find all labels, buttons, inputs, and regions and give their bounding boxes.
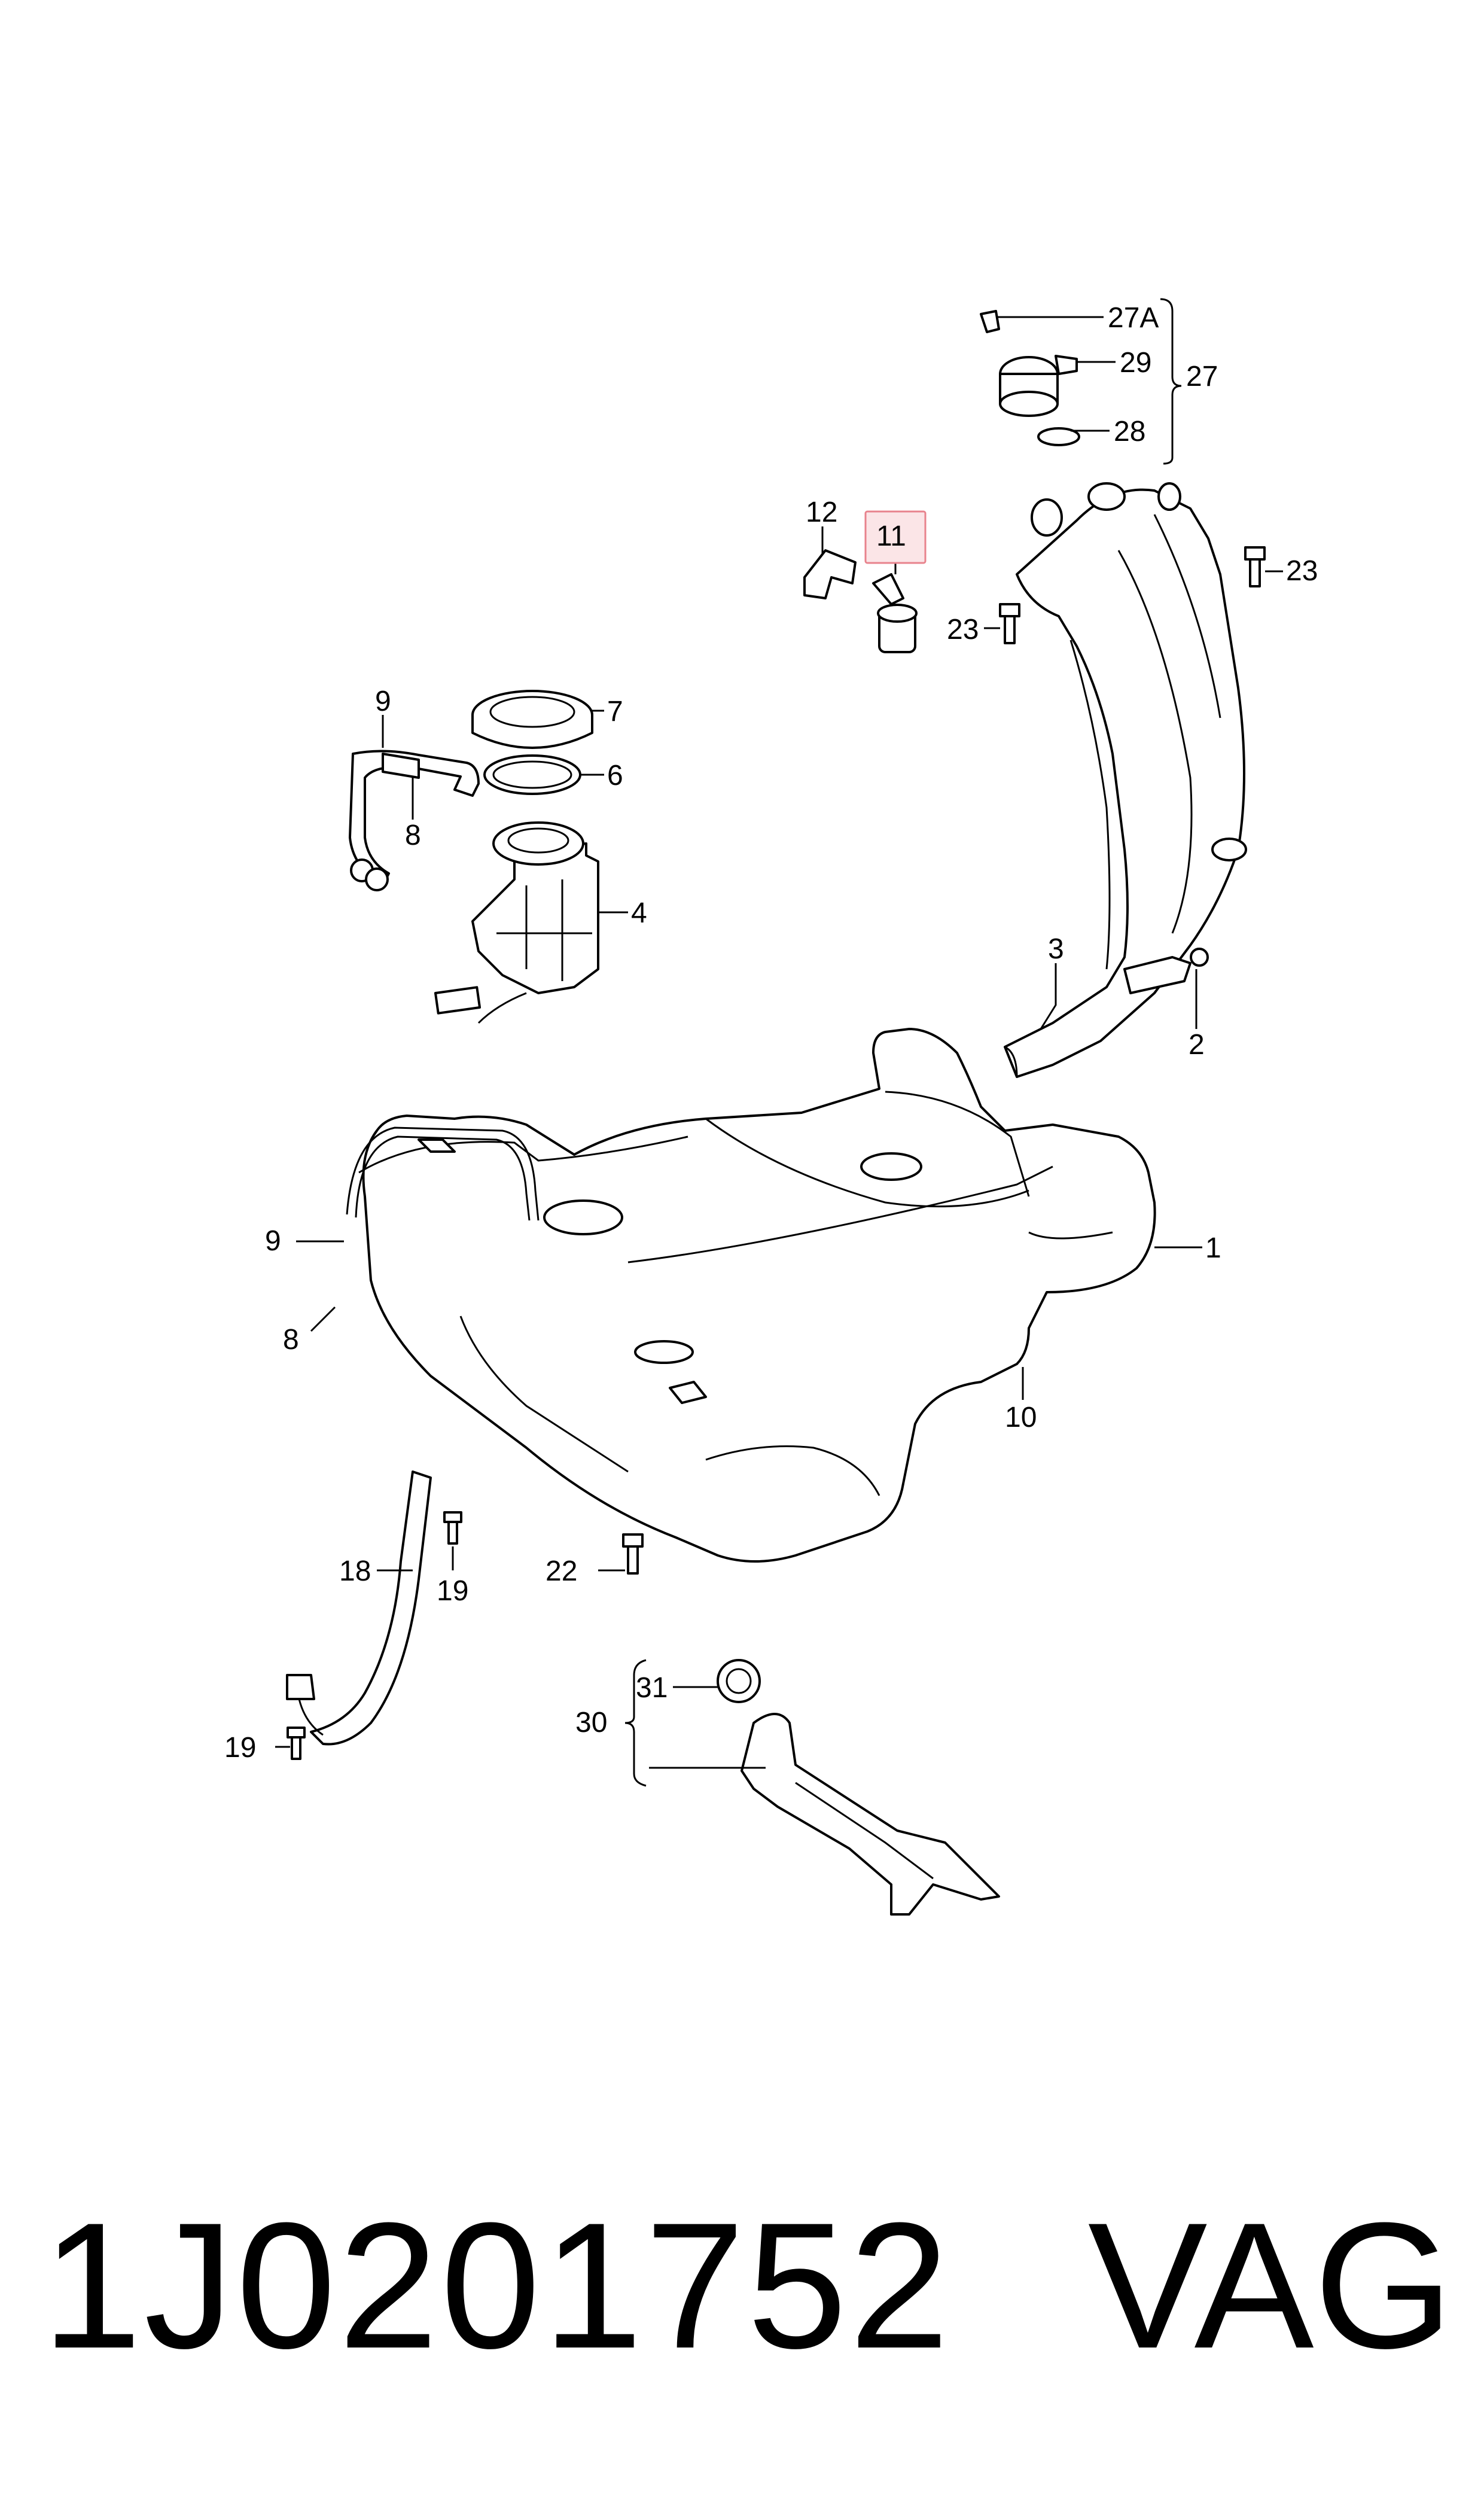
callout-29: 29	[1120, 347, 1151, 379]
callout-labels: 27A 29 27 28 12 11 23 23 9 7 6 8 4 3 2 9…	[224, 302, 1318, 1764]
strap-part-18[interactable]	[286, 1470, 432, 1746]
callout-10: 10	[1005, 1402, 1037, 1433]
callout-19-upper: 19	[437, 1575, 468, 1607]
filler-pipe-part-2-3[interactable]	[1004, 482, 1247, 1078]
screw-part-19a[interactable]	[443, 1511, 462, 1545]
callout-31: 31	[636, 1672, 668, 1704]
bracket-part-30[interactable]	[741, 1713, 1000, 1916]
screw-part-19b[interactable]	[287, 1727, 306, 1760]
callout-9-left: 9	[265, 1225, 281, 1257]
fuel-pump-part-4[interactable]	[434, 821, 599, 1024]
callout-2: 2	[1189, 1029, 1205, 1061]
fuel-line-part-8-9[interactable]	[349, 750, 480, 891]
callout-6: 6	[607, 760, 623, 791]
callout-23b: 23	[1286, 555, 1318, 587]
callout-23a: 23	[947, 614, 979, 646]
callout-19-lower: 19	[224, 1732, 256, 1764]
callout-11: 11	[876, 520, 906, 552]
callout-27: 27	[1186, 361, 1218, 392]
callout-9-top: 9	[375, 686, 391, 717]
locking-ring-part-7[interactable]	[471, 690, 593, 749]
vent-valve-part-11[interactable]	[872, 573, 918, 653]
screw-part-23a[interactable]	[999, 603, 1020, 644]
highlight-box	[864, 510, 927, 564]
leader-lines	[275, 298, 1283, 1787]
callout-4: 4	[631, 897, 647, 929]
part-number: 1J0201752	[42, 2185, 952, 2386]
callout-28: 28	[1114, 416, 1145, 447]
brand-name: VAG	[1087, 2185, 1453, 2386]
seal-ring-part-6[interactable]	[483, 754, 581, 795]
callout-27a: 27A	[1108, 302, 1159, 334]
footer: 1J0201752 VAG	[42, 2178, 1453, 2429]
cap-assembly-part-27[interactable]	[980, 310, 1080, 446]
callout-1: 1	[1205, 1232, 1221, 1264]
screw-part-22[interactable]	[622, 1533, 644, 1575]
callout-22: 22	[546, 1555, 577, 1587]
hose-part-12[interactable]	[803, 549, 857, 599]
grommet-part-31[interactable]	[717, 1659, 761, 1703]
screw-part-23b[interactable]	[1244, 546, 1266, 587]
callout-12: 12	[806, 497, 837, 528]
callout-8-top: 8	[405, 820, 421, 851]
callout-18: 18	[339, 1555, 371, 1587]
callout-8-left: 8	[283, 1324, 299, 1356]
fuel-tank-part-1[interactable]	[346, 1028, 1156, 1563]
callout-7: 7	[607, 696, 623, 727]
callout-3: 3	[1048, 933, 1064, 965]
callout-30: 30	[575, 1707, 607, 1738]
